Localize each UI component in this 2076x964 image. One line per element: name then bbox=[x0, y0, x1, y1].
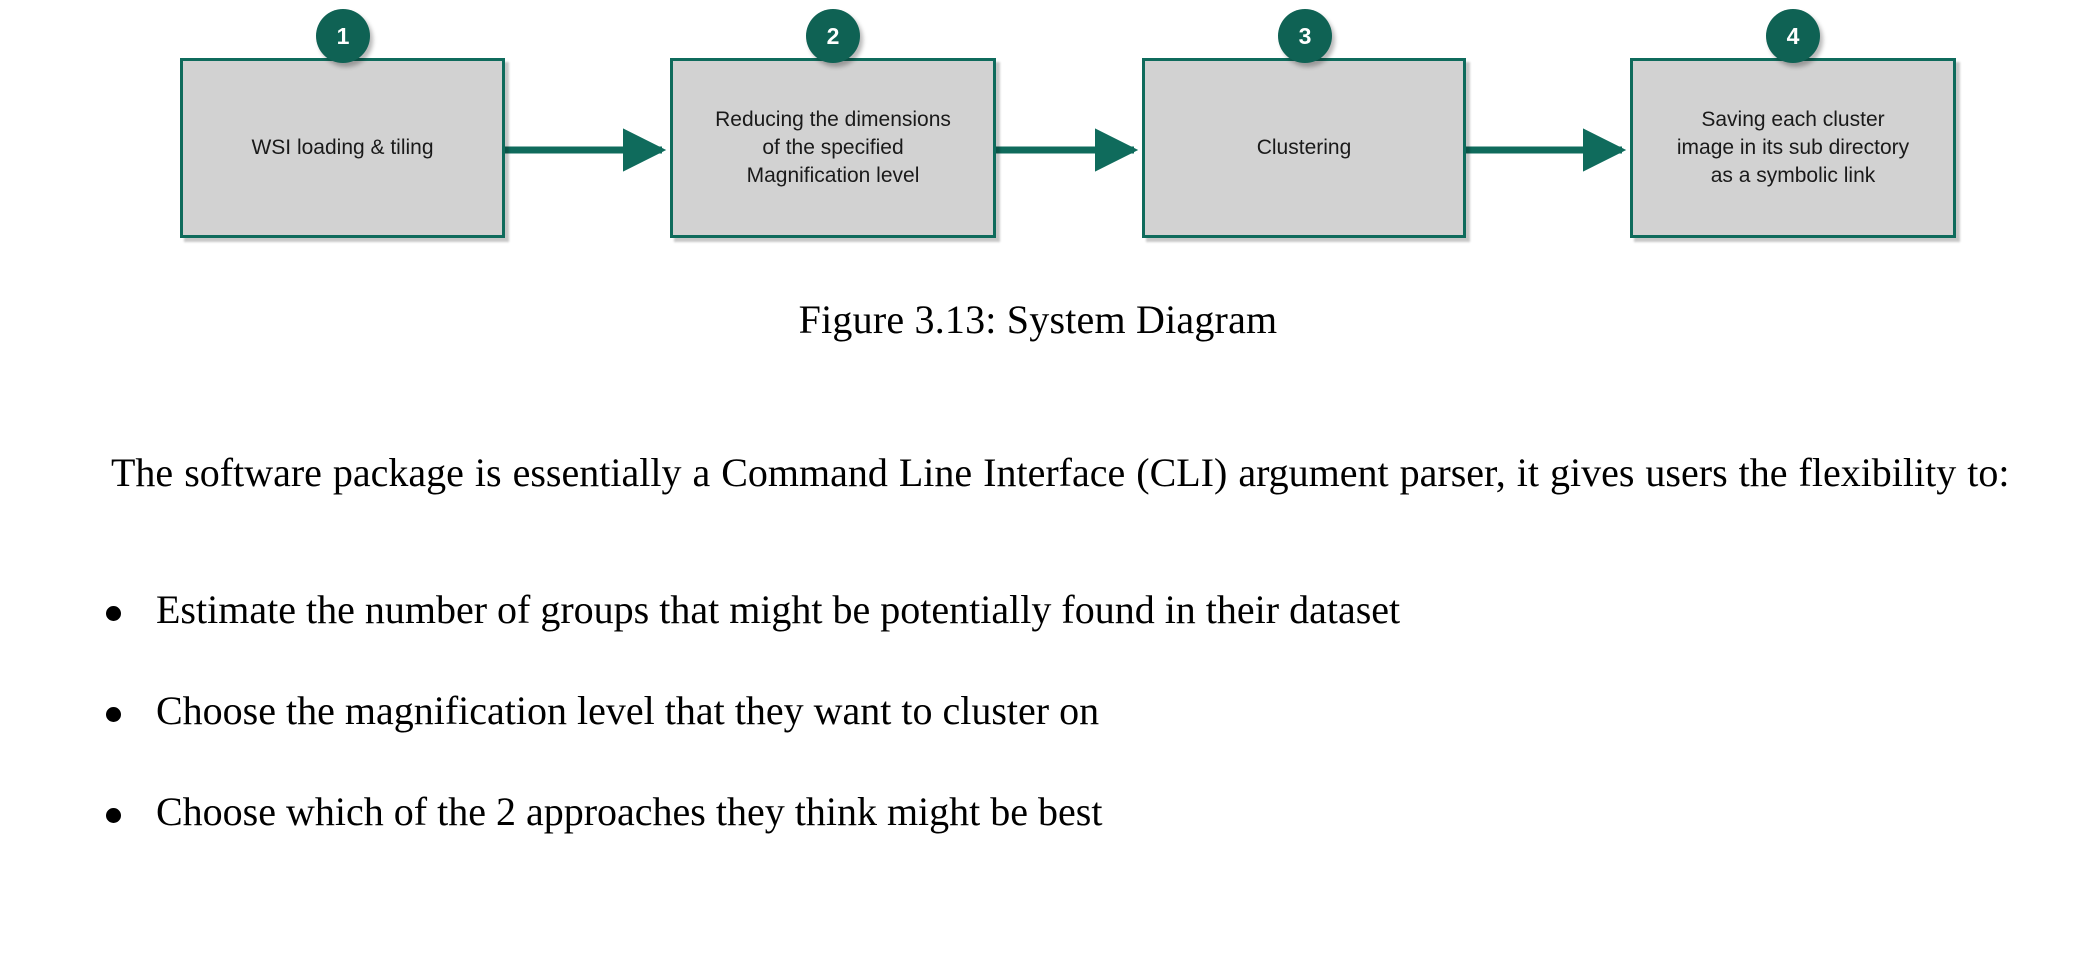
list-item: Estimate the number of groups that might… bbox=[104, 586, 2004, 634]
flow-node-2-badge: 2 bbox=[806, 9, 860, 63]
bullet-icon bbox=[106, 707, 121, 722]
list-item: Choose the magnification level that they… bbox=[104, 687, 2004, 735]
flow-connectors bbox=[505, 128, 1627, 172]
flow-node-4[interactable]: Saving each cluster image in its sub dir… bbox=[1630, 58, 1956, 238]
flow-node-3[interactable]: Clustering bbox=[1142, 58, 1466, 238]
list-item: Choose which of the 2 approaches they th… bbox=[104, 788, 2004, 836]
flow-node-3-label: Clustering bbox=[1256, 136, 1352, 160]
bullet-icon bbox=[106, 808, 121, 823]
bullet-icon bbox=[106, 606, 121, 621]
list-item-text: Choose which of the 2 approaches they th… bbox=[156, 789, 1103, 834]
figure-caption: Figure 3.13: System Diagram bbox=[798, 297, 1278, 342]
system-diagram-figure: WSI loading & tiling 1 Reducing the dime… bbox=[0, 0, 2076, 270]
list-item-text: Estimate the number of groups that might… bbox=[156, 587, 1401, 632]
flow-node-4-label: Saving each cluster image in its sub dir… bbox=[1676, 108, 1910, 187]
flow-node-2-label: Reducing the dimensions of the specified… bbox=[715, 108, 951, 187]
flow-node-3-badge: 3 bbox=[1278, 9, 1332, 63]
flow-node-2[interactable]: Reducing the dimensions of the specified… bbox=[670, 58, 996, 238]
flow-node-1[interactable]: WSI loading & tiling bbox=[180, 58, 505, 238]
body-paragraph: The software package is essentially a Co… bbox=[111, 450, 2010, 495]
flow-node-1-badge: 1 bbox=[316, 9, 370, 63]
flow-node-1-label: WSI loading & tiling bbox=[251, 136, 434, 160]
flow-node-4-badge: 4 bbox=[1766, 9, 1820, 63]
feature-bullet-list: Estimate the number of groups that might… bbox=[104, 586, 2004, 889]
list-item-text: Choose the magnification level that they… bbox=[156, 688, 1100, 733]
